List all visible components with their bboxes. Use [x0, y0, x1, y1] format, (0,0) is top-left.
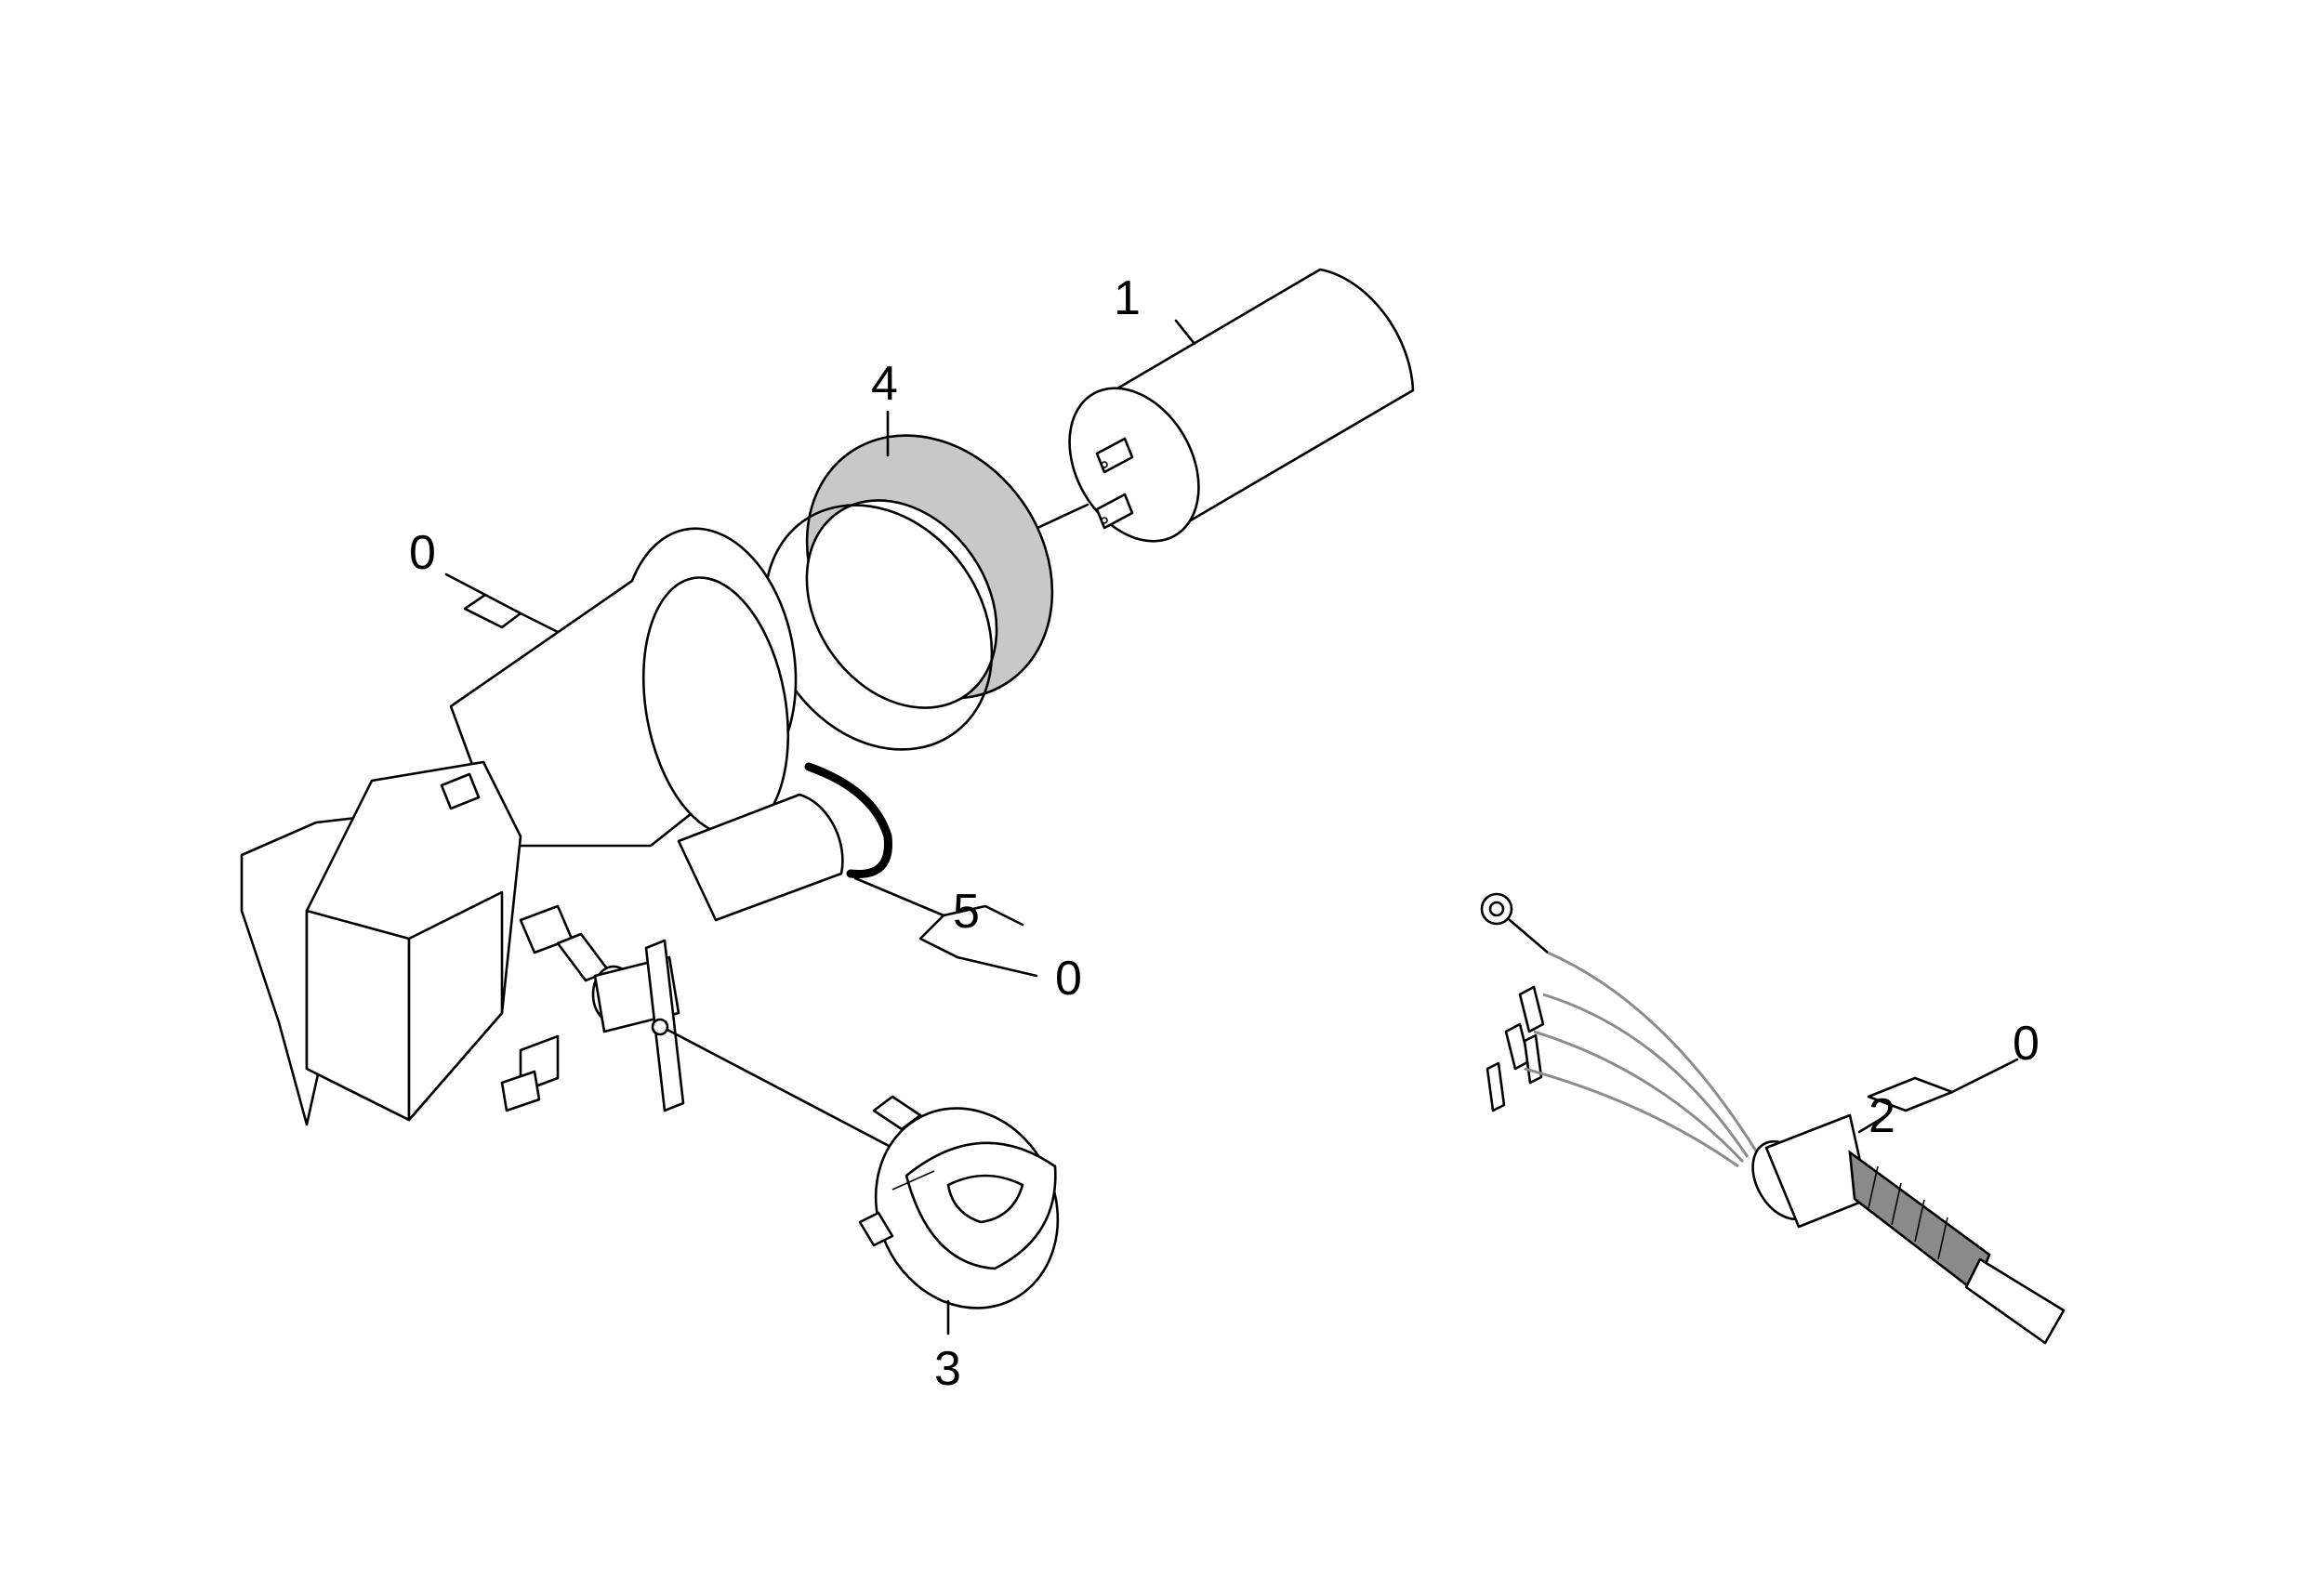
ring-part[interactable] [719, 388, 1103, 794]
capacitor-part[interactable] [1011, 268, 1415, 564]
switch-knob-part[interactable] [843, 1078, 1089, 1338]
callout-2: 2 [1868, 1089, 1895, 1143]
callout-0-seal: 0 [1055, 952, 1082, 1006]
callout-1: 1 [1114, 271, 1141, 325]
seal-part[interactable] [804, 762, 945, 917]
callout-0-motor: 0 [409, 526, 436, 580]
bracket-set-cable [1857, 1058, 2019, 1134]
leader-line-1 [1174, 319, 1196, 346]
motor-assembly[interactable] [240, 527, 894, 1150]
cable-harness-part[interactable] [1480, 892, 2066, 1345]
bracket-set-seal [918, 904, 1038, 978]
callout-0-cable: 0 [2013, 1017, 2040, 1071]
bracket-set-motor [444, 572, 560, 634]
callout-4: 4 [871, 357, 898, 411]
callout-5: 5 [953, 885, 980, 939]
callout-3: 3 [934, 1342, 961, 1396]
